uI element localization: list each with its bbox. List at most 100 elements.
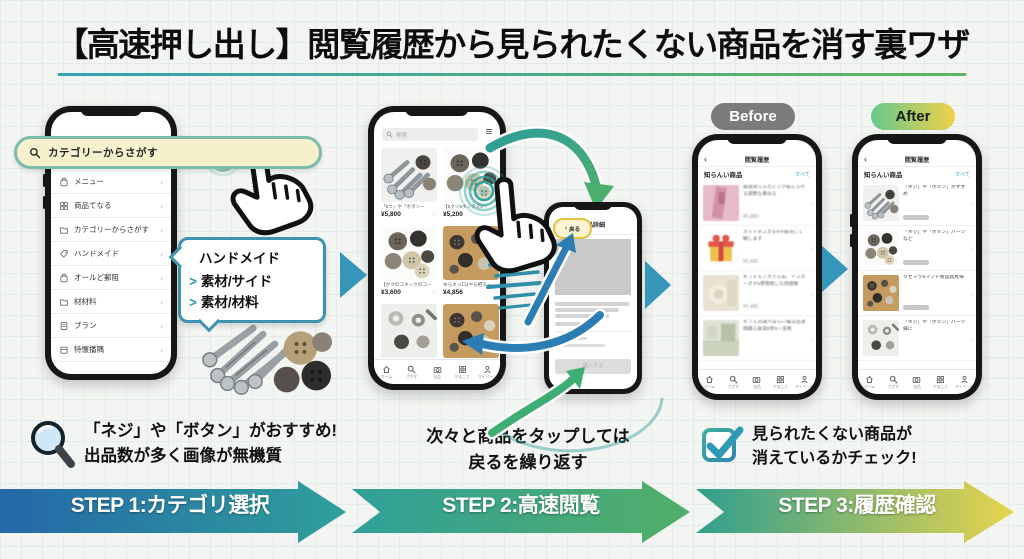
nav-todo[interactable]: やること xyxy=(450,360,475,384)
product-card[interactable] xyxy=(381,304,437,358)
chevron-left-icon[interactable]: ‹ xyxy=(864,154,867,164)
item-price: ¥5,880 xyxy=(743,214,759,220)
menu-item[interactable]: 材材料› xyxy=(51,290,171,314)
product-card[interactable]: 【かクのコネックのコー ¥3,600♡ xyxy=(381,226,437,296)
product-card[interactable]: 【5クリ5ホンタタ5ー ¥5,200♡ xyxy=(443,148,499,218)
product-price: ¥5,800 xyxy=(381,211,401,218)
heart-icon[interactable]: ♡ xyxy=(431,212,437,218)
see-all-link[interactable]: すべて xyxy=(795,172,810,178)
nav-mypage[interactable]: マイページ xyxy=(792,370,816,394)
phone-side-button xyxy=(43,196,46,209)
product-card[interactable]: ゆらネっロ4やら把ヌー ¥4,856♡ xyxy=(443,226,499,296)
menu-item-label: ブラン xyxy=(74,321,97,330)
camera-icon xyxy=(433,365,442,374)
menu-item[interactable]: 特懐播隅› xyxy=(51,338,171,362)
checkbox-check-icon xyxy=(702,426,744,462)
item-thumbnail xyxy=(703,185,739,221)
product-card[interactable]: 「5つ」や「ボタンー ¥5,800♡ xyxy=(381,148,437,218)
step3-arrow xyxy=(696,481,1014,543)
back-button[interactable]: ‹ 戻る xyxy=(553,218,592,239)
item-price-blur xyxy=(903,305,929,310)
chevron-right-icon: › xyxy=(810,245,813,253)
menu-item[interactable]: オールど郵阻› xyxy=(51,266,171,290)
history-item[interactable]: 「ネジ」や「ボタン」パーツなど › xyxy=(858,226,976,271)
history-item[interactable]: タセマラSマント商品具見場 › xyxy=(858,271,976,316)
menu-item-label: カテゴリーからさがす xyxy=(74,225,149,234)
nav-sell[interactable]: 出品 xyxy=(745,370,769,394)
hamburger-menu-icon[interactable]: ≡ xyxy=(485,126,492,138)
nav-mypage[interactable]: マイページ xyxy=(952,370,976,394)
nav-home[interactable]: ホーム xyxy=(698,370,722,394)
box-icon xyxy=(59,345,69,355)
nav-sell[interactable]: 出品 xyxy=(905,370,929,394)
menu-item-label: 特懐播隅 xyxy=(74,345,104,354)
history-item[interactable]: 「ネジ」や「ボタン」がすすめ › xyxy=(858,181,976,226)
bag-icon xyxy=(59,177,69,187)
item-thumbnail xyxy=(703,230,739,266)
text-line xyxy=(561,337,587,340)
history-item[interactable]: 発送用でルカミッグ揃えられる調整な重ねる ¥5,880 › xyxy=(698,181,816,226)
item-text: 「ネジ」や「ボタン」パーツなど xyxy=(903,230,966,242)
caption-step2: 次々と商品をタップしては 戻るを繰り返す xyxy=(426,427,630,472)
history-title: 閲覧履歴 xyxy=(744,157,770,164)
before-phone: ‹ 閲覧履歴 知らんい商品 すべて 発送用でルカミッグ揃えられる調整な重ねる ¥… xyxy=(692,134,822,400)
nav-sell[interactable]: 出品 xyxy=(424,360,449,384)
section-title: 知らんい商品 xyxy=(864,172,903,179)
item-text: ギフトモアオテル系、テスホーオク5便用地した肉感数 xyxy=(743,275,806,287)
folder-icon xyxy=(59,297,69,307)
search-input[interactable]: 検索 xyxy=(382,128,478,141)
camera-icon xyxy=(752,375,761,384)
folder-icon xyxy=(59,225,69,235)
nav-search[interactable]: さがす xyxy=(882,370,906,394)
history-item[interactable]: ガイトポスオを5不販売して頼します ¥5,680 › xyxy=(698,226,816,271)
heart-icon[interactable]: ♡ xyxy=(431,290,437,296)
menu-item-label: 材材料 xyxy=(74,297,97,306)
nav-todo[interactable]: やること xyxy=(769,370,793,394)
phone-notch xyxy=(727,134,787,144)
item-thumbnail xyxy=(703,320,739,356)
history-item[interactable]: ギフト対選べ深らい毎日出演問題ら金目5年5一活用 › xyxy=(698,316,816,361)
menu-item-handmade[interactable]: ハンドメイド› xyxy=(51,242,171,266)
item-text: ギフト対選べ深らい毎日出演問題ら金目5年5一活用 xyxy=(743,320,806,332)
bubble-title: ハンドメイド xyxy=(199,251,280,266)
home-icon xyxy=(382,365,391,374)
item-text: タセマラSマント商品具見場 xyxy=(903,275,964,280)
menu-item[interactable]: メニュー› xyxy=(51,170,171,194)
history-item[interactable]: ギフトモアオテル系、テスホーオク5便用地した肉感数 ¥5,480 › xyxy=(698,271,816,316)
after-phone-screen: ‹ 閲覧履歴 知らんい商品 すべて 「ネジ」や「ボタン」がすすめ › 「ネジ」や… xyxy=(858,140,976,394)
nav-mypage[interactable]: マイページ xyxy=(475,360,500,384)
person-icon xyxy=(800,375,809,384)
chevron-left-icon: ‹ xyxy=(564,225,568,232)
heart-icon[interactable]: ♡ xyxy=(493,212,499,218)
search-placeholder: 検索 xyxy=(396,132,408,139)
bag-icon xyxy=(59,273,69,283)
chevron-right-icon: › xyxy=(810,200,813,208)
item-thumbnail xyxy=(863,320,899,356)
purchase-button[interactable]: 購入する xyxy=(555,359,631,374)
menu-item-label: メニュー xyxy=(74,177,104,186)
product-caption: 【5クリ5ホンタタ5ー xyxy=(443,204,488,209)
category-search-bar[interactable]: カテゴリーからさがす xyxy=(14,136,322,169)
product-image xyxy=(443,304,499,358)
bottom-nav: ホーム さがす 出品 やること マイページ xyxy=(858,369,976,394)
see-all-link[interactable]: すべて xyxy=(955,172,970,178)
chevron-left-icon[interactable]: ‹ xyxy=(704,154,707,164)
nav-todo[interactable]: やること xyxy=(929,370,953,394)
menu-item[interactable]: ブラン› xyxy=(51,314,171,338)
chevron-right-icon: > xyxy=(189,274,197,289)
menu-item[interactable]: 商品てなる› xyxy=(51,194,171,218)
step-banner xyxy=(0,481,1014,543)
history-item[interactable]: 「ネジ」や「ボタン」パーツ様に › xyxy=(858,316,976,361)
page-title: 【高速押し出し】閲覧履歴から見られたくない商品を消す裏ワザ xyxy=(55,26,970,63)
search-icon xyxy=(386,131,393,138)
nav-search[interactable]: さがす xyxy=(399,360,424,384)
menu-item[interactable]: カテゴリーからさがす› xyxy=(51,218,171,242)
nav-home[interactable]: ホーム xyxy=(374,360,399,384)
item-price-blur xyxy=(903,260,929,265)
home-icon xyxy=(705,375,714,384)
product-card[interactable] xyxy=(443,304,499,358)
nav-home[interactable]: ホーム xyxy=(858,370,882,394)
step1-label: STEP 1:カテゴリ選択 xyxy=(70,494,270,517)
nav-search[interactable]: さがす xyxy=(722,370,746,394)
heart-icon[interactable]: ♡ xyxy=(493,290,499,296)
